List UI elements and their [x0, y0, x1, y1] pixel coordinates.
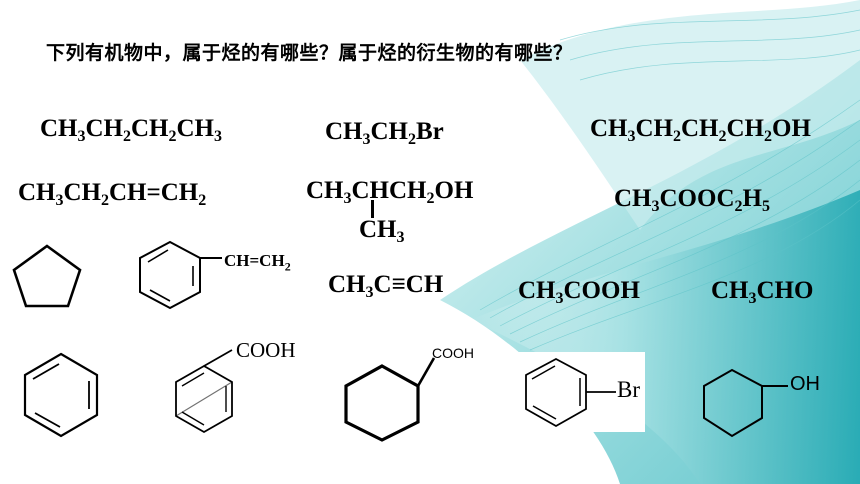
- formula-text: CH: [370, 118, 409, 145]
- formula-propyne: CH3C≡CH: [328, 272, 443, 301]
- formula-isobutanol-main: CH3CHCH2OH: [306, 178, 473, 207]
- formula-text: CH: [681, 115, 719, 142]
- formula-text: CH: [614, 185, 652, 212]
- formula-text: CH: [40, 115, 78, 142]
- benzene-structure: [23, 352, 99, 438]
- formula-subscript: 5: [761, 198, 770, 215]
- formula-text: CH: [590, 115, 628, 142]
- formula-subscript: 2: [718, 128, 727, 145]
- formula-subscript: 3: [396, 229, 405, 246]
- formula-subscript: 2: [426, 190, 435, 207]
- formula-subscript: 3: [362, 131, 371, 148]
- formula-text: CH: [18, 179, 56, 206]
- question-text: 下列有机物中，属于烃的有哪些？属于烃的衍生物的有哪些？: [46, 42, 573, 64]
- formula-text: CH: [325, 118, 363, 145]
- cyclohexanol-structure: [703, 368, 788, 438]
- formula-subscript: 3: [343, 190, 352, 207]
- formula-subscript: 3: [627, 128, 636, 145]
- formula-subscript: 3: [365, 284, 374, 301]
- formula-subscript: 2: [123, 128, 131, 145]
- cyclohexanol-label: OH: [790, 373, 820, 395]
- styrene-label-text: CH=CH: [224, 251, 285, 270]
- formula-subscript: 3: [748, 290, 757, 307]
- formula-butane: CH3CH2CH2CH3: [40, 116, 222, 145]
- formula-isobutanol-branch: CH3: [359, 217, 405, 246]
- formula-text: CH: [635, 115, 674, 142]
- styrene-label-subscript: 2: [284, 259, 291, 274]
- formula-acetic-acid: CH3COOH: [518, 278, 640, 307]
- formula-text: CH: [359, 216, 397, 243]
- formula-text: CHCH: [351, 177, 427, 204]
- formula-text: CH: [518, 277, 556, 304]
- cyclopentane-structure: [12, 244, 82, 308]
- formula-subscript: 3: [77, 128, 86, 145]
- formula-subscript: 2: [673, 128, 681, 145]
- formula-butanol: CH3CH2CH2CH2OH: [590, 116, 811, 145]
- formula-text: CH: [85, 115, 124, 142]
- formula-text: COOC: [659, 185, 735, 212]
- formula-text: Br: [416, 118, 444, 145]
- formula-subscript: 2: [734, 198, 743, 215]
- formula-ethyl-acetate: CH3COOC2H5: [614, 186, 770, 215]
- formula-text: CH=CH: [109, 179, 199, 206]
- formula-subscript: 2: [198, 192, 207, 209]
- formula-bromoethane: CH3CH2Br: [325, 119, 444, 148]
- bromobenzene-label: Br: [617, 377, 640, 402]
- formula-butene: CH3CH2CH=CH2: [18, 180, 206, 209]
- formula-subscript: 2: [764, 128, 772, 145]
- formula-text: OH: [434, 177, 474, 204]
- cyclohexanecarboxylic-acid-structure: [344, 357, 436, 442]
- formula-text: CH: [306, 177, 344, 204]
- formula-text: C≡CH: [373, 271, 444, 298]
- formula-text: CH: [131, 115, 169, 142]
- formula-text: CH: [63, 179, 102, 206]
- formula-text: OH: [772, 115, 811, 142]
- formula-text: CH: [176, 115, 215, 142]
- formula-subscript: 2: [101, 192, 109, 209]
- styrene-ring-structure: [139, 240, 222, 310]
- styrene-label: CH=CH2: [224, 252, 291, 272]
- formula-text: CH: [711, 277, 749, 304]
- formula-subscript: 3: [651, 198, 660, 215]
- formula-text: CHO: [756, 277, 814, 304]
- cyclohexane-acid-label: COOH: [432, 345, 474, 361]
- formula-text: CH: [328, 271, 366, 298]
- formula-subscript: 3: [55, 192, 64, 209]
- formula-subscript: 2: [168, 128, 177, 145]
- formula-text: H: [742, 185, 762, 212]
- benzoic-acid-structure: [175, 349, 233, 434]
- benzoic-acid-label: COOH: [236, 338, 296, 362]
- isobutanol-branch-bond: [371, 200, 374, 218]
- bromobenzene-structure: [525, 357, 616, 428]
- formula-text: CH: [726, 115, 765, 142]
- formula-subscript: 3: [555, 290, 564, 307]
- formula-subscript: 3: [214, 128, 222, 145]
- formula-text: COOH: [563, 277, 640, 304]
- formula-subscript: 2: [408, 131, 416, 148]
- formula-acetaldehyde: CH3CHO: [711, 278, 813, 307]
